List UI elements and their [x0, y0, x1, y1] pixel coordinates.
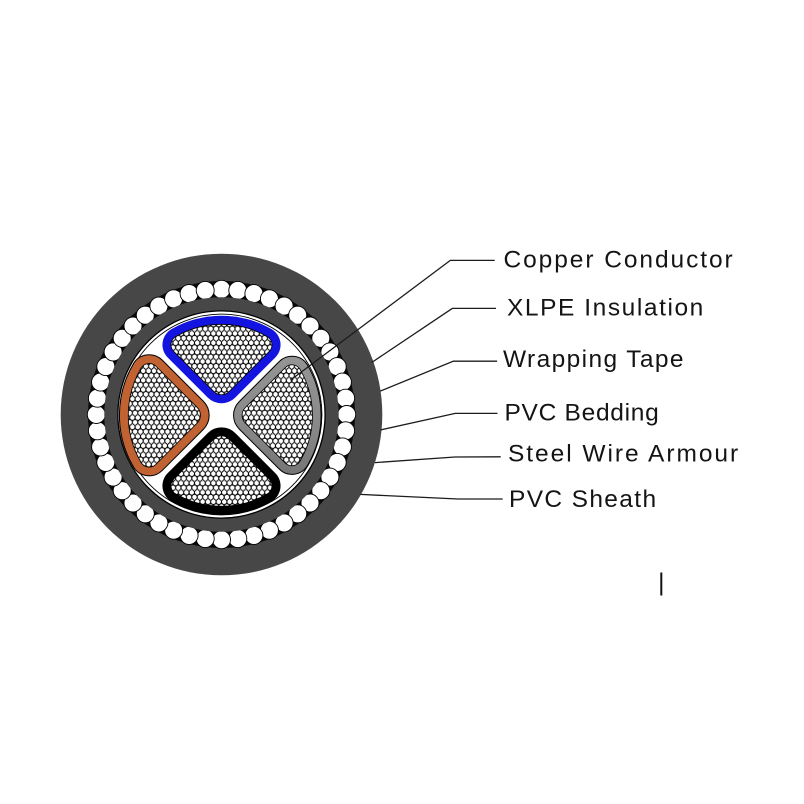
- svg-text:Copper Conductor: Copper Conductor: [504, 246, 733, 273]
- svg-text:PVC Bedding: PVC Bedding: [505, 400, 659, 427]
- svg-text:Steel Wire Armour: Steel Wire Armour: [508, 441, 738, 468]
- svg-text:PVC Sheath: PVC Sheath: [509, 486, 656, 513]
- svg-text:Wrapping Tape: Wrapping Tape: [503, 346, 684, 373]
- svg-text:XLPE Insulation: XLPE Insulation: [507, 295, 703, 322]
